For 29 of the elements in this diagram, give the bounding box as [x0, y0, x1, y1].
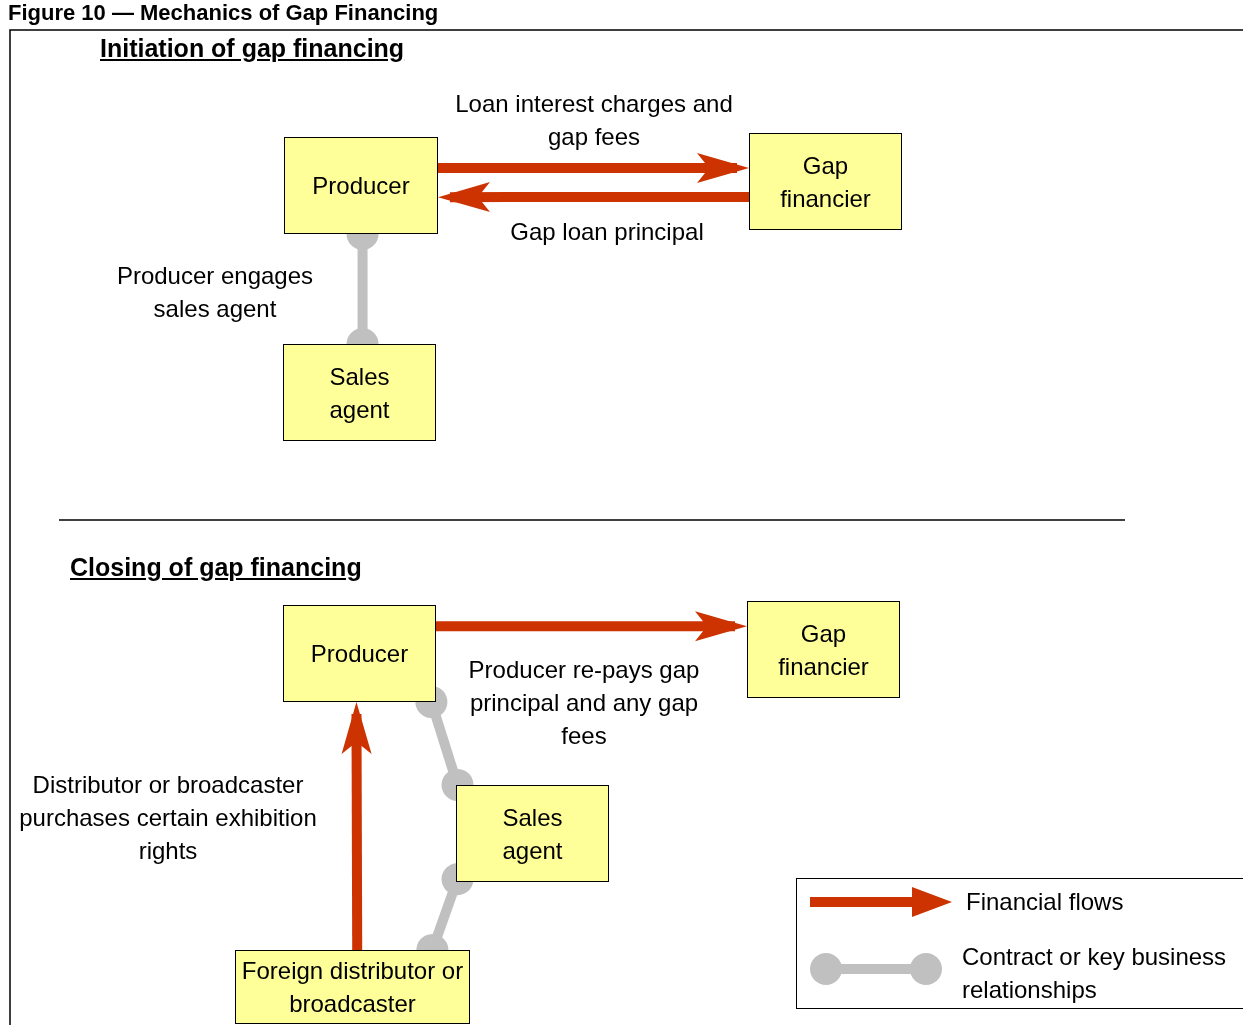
edge-label: Loan interest charges and gap fees	[454, 89, 734, 152]
box-label: Gap financier	[777, 618, 870, 682]
process-box	[283, 344, 436, 441]
legend-text: Contract or key business relationships	[962, 942, 1228, 1005]
section-heading: Closing of gap financing	[70, 553, 362, 582]
box-label: Sales agent	[501, 802, 564, 866]
legend-text: Financial flows	[966, 887, 1125, 917]
figure-title: Figure 10 — Mechanics of Gap Financing	[8, 0, 439, 26]
box-label: Gap financier	[779, 150, 872, 214]
process-box	[283, 605, 436, 702]
box-label: Producer	[312, 171, 410, 201]
process-box	[235, 950, 470, 1024]
box-label: Sales agent	[328, 361, 391, 425]
arrow	[438, 152, 749, 183]
arrow	[341, 702, 372, 950]
edge-label: Producer re-pays gap principal and any gap fees	[467, 655, 701, 751]
process-box	[747, 601, 900, 698]
box-label: Producer	[310, 639, 409, 669]
box-label: Foreign distributor or broadcaster	[240, 956, 465, 1019]
edge-label: Distributor or broadcaster purchases certain exhibition rights	[18, 770, 318, 866]
process-box	[456, 785, 609, 882]
arrow	[438, 182, 749, 213]
relationship-connector	[415, 686, 474, 801]
arrow	[436, 611, 747, 642]
edge-label: Producer engages sales agent	[115, 261, 315, 324]
edge-label: Gap loan principal	[509, 217, 705, 247]
process-box	[749, 133, 902, 230]
process-box	[284, 137, 438, 234]
section-heading: Initiation of gap financing	[100, 34, 405, 63]
